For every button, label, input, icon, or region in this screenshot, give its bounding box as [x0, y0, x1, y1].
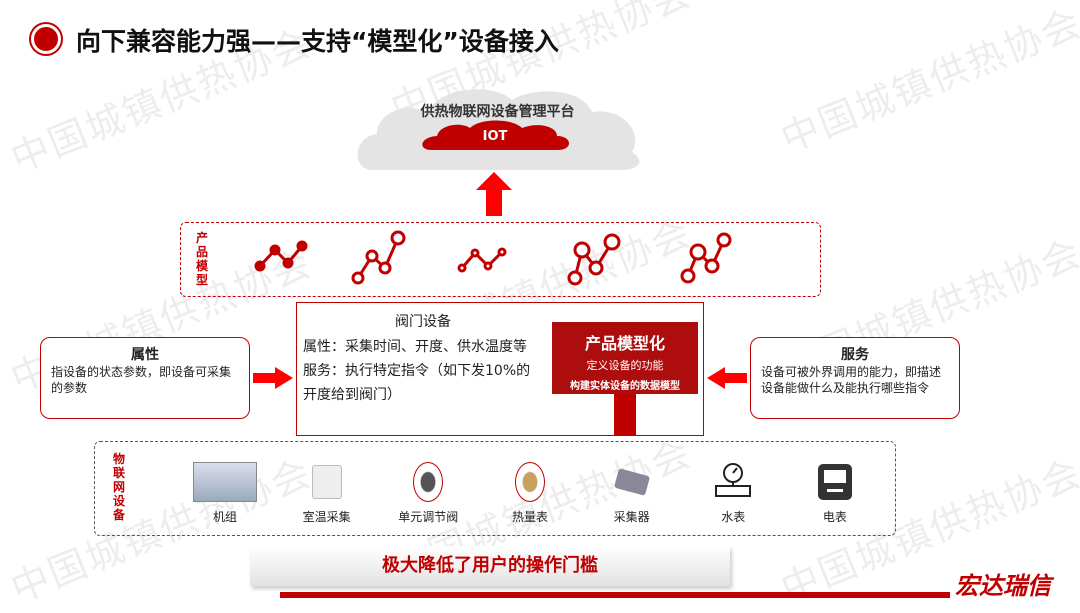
- device-label: 机组: [212, 510, 237, 524]
- example-attr: 属性：采集时间、开度、供水温度等: [303, 339, 527, 355]
- page-title: 向下兼容能力强——支持“模型化”设备接入: [76, 27, 559, 56]
- model-graph-icon: [567, 233, 621, 286]
- arrow-stem: [614, 394, 636, 436]
- example-svc: 服务：执行特定指令（如下发10%的开度给到阀门）: [303, 363, 531, 403]
- up-arrow-icon: [476, 172, 512, 216]
- device-label: 单元调节阀: [398, 510, 459, 524]
- cloud-icon: [357, 89, 640, 170]
- electric-meter-icon: [790, 462, 880, 502]
- device-item: 室温采集: [282, 462, 372, 525]
- device-label: 水表: [721, 510, 746, 524]
- left-arrow-icon: [707, 367, 747, 389]
- valve-icon: [383, 462, 473, 502]
- product-model-label: 产品模型: [195, 231, 208, 287]
- model-graph-icon: [351, 230, 406, 285]
- water-meter-icon: [688, 462, 778, 502]
- service-card: 服务 设备可被外界调用的能力，即描述设备能做什么及能执行哪些指令: [750, 337, 960, 419]
- heat-meter-icon: [485, 462, 575, 502]
- overlay-title: 产品模型化: [584, 334, 665, 353]
- right-arrow-icon: [253, 367, 293, 389]
- platform-title: 供热物联网设备管理平台: [420, 104, 575, 120]
- device-label: 电表: [822, 510, 847, 524]
- device-label: 室温采集: [302, 510, 351, 524]
- iot-devices-panel: [94, 441, 896, 536]
- device-label: 采集器: [613, 510, 650, 524]
- iot-devices-label: 物联网设备: [112, 452, 125, 522]
- model-overlay: 产品模型化 定义设备的功能 构建实体设备的数据模型: [552, 322, 698, 394]
- device-item: 水表: [688, 462, 778, 525]
- cabinet-icon: [180, 462, 270, 502]
- benefit-banner: 极大降低了用户的操作门槛: [250, 546, 730, 586]
- collector-icon: [587, 462, 677, 502]
- device-item: 热量表: [485, 462, 575, 525]
- device-item: 机组: [180, 462, 270, 525]
- attribute-title: 属性: [131, 347, 159, 363]
- device-item: 采集器: [587, 462, 677, 525]
- overlay-line2: 构建实体设备的数据模型: [570, 381, 680, 392]
- attribute-card: 属性 指设备的状态参数，即设备可采集的参数: [40, 337, 250, 419]
- model-graphs: [254, 230, 732, 286]
- product-model-panel: [180, 222, 821, 297]
- company-logo: 宏达瑞信: [955, 572, 1051, 600]
- device-label: 热量表: [511, 510, 548, 524]
- model-graph-icon: [680, 232, 732, 284]
- title-bullet-icon: [31, 24, 61, 54]
- device-item: 电表: [790, 462, 880, 525]
- attribute-desc: 指设备的状态参数，即设备可采集的参数: [51, 365, 232, 395]
- footer-bar: [280, 592, 950, 598]
- service-desc: 设备可被外界调用的能力，即描述设备能做什么及能执行哪些指令: [761, 365, 942, 395]
- device-list: 机组 室温采集 单元调节阀 热量表 采集器 水表 电表: [180, 462, 880, 525]
- model-graph-icon: [457, 247, 507, 273]
- example-title: 阀门设备: [395, 314, 451, 330]
- thermostat-icon: [282, 462, 372, 502]
- device-item: 单元调节阀: [383, 462, 473, 525]
- service-title: 服务: [841, 347, 869, 363]
- overlay-line1: 定义设备的功能: [586, 359, 664, 372]
- model-graph-icon: [254, 240, 308, 272]
- watermark: 中国城镇供热协会: [774, 0, 1080, 162]
- iot-label: IOT: [482, 129, 508, 144]
